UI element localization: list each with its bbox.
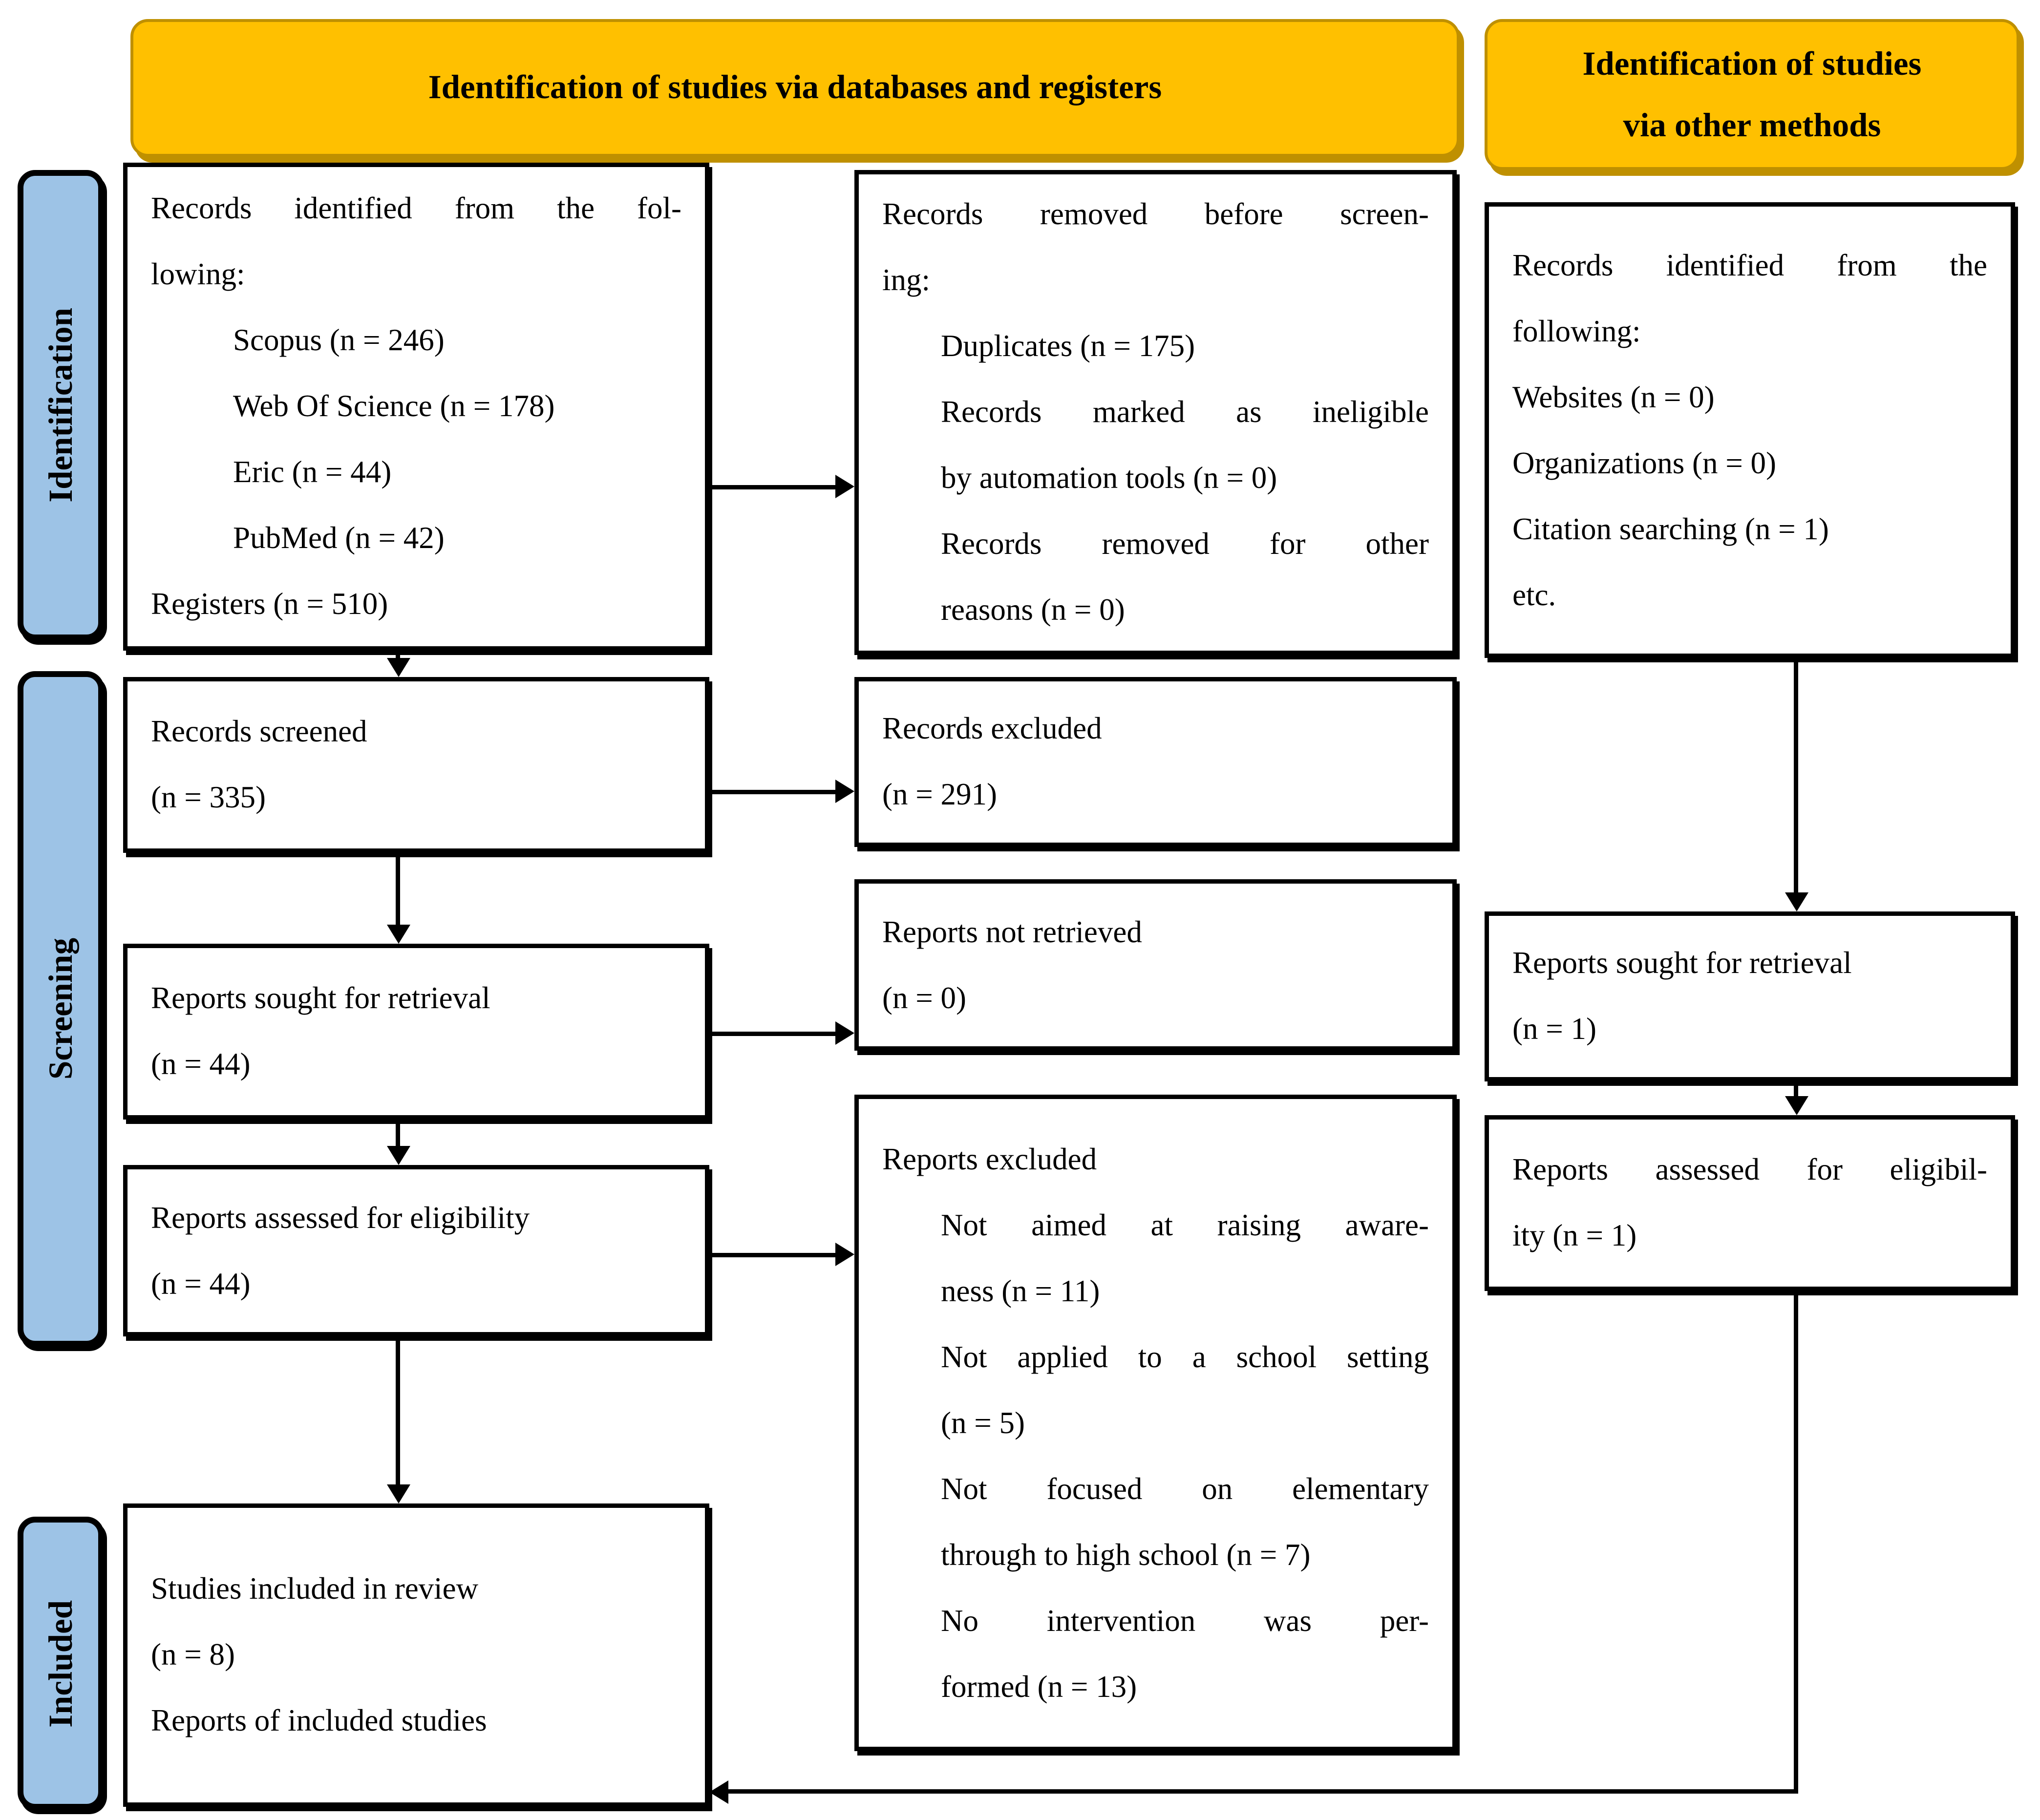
text-line: Web Of Science (n = 178): [233, 388, 555, 423]
text-line: Not applied to a school setting: [941, 1338, 1429, 1374]
header-identification-other-methods: Identification of studies via other meth…: [1485, 19, 2019, 170]
box-studies-included-review: Studies included in review (n = 8) Reports…: [123, 1503, 709, 1807]
text-line: (n = 291): [882, 777, 998, 812]
text-line: Records excluded: [882, 711, 1102, 746]
arrow-otherassessed-down-line: [1794, 1291, 1798, 1794]
text-line: Reports not retrieved: [882, 913, 1142, 949]
box-reports-sought-retrieval-other: Reports sought for retrieval (n = 1): [1485, 911, 2015, 1081]
arrow-screened-to-excluded-line: [709, 790, 835, 794]
text-line: Records screened: [151, 714, 367, 749]
text-line: lowing:: [151, 256, 245, 292]
text-line: ness (n = 11): [941, 1272, 1100, 1308]
sidebar-identification-label: Identification: [42, 308, 79, 503]
text-line: by automation tools (n = 0): [941, 460, 1277, 495]
text-line: (n = 5): [941, 1404, 1025, 1440]
sidebar-screening: Screening: [18, 671, 104, 1347]
arrow-identified-to-screened-head: [387, 658, 410, 677]
header-label-line1: Identification of studies: [1582, 44, 1922, 82]
text-line: (n = 8): [151, 1637, 235, 1672]
arrow-assessed-to-reportsexcluded-line: [709, 1253, 835, 1257]
box-reports-not-retrieved: Reports not retrieved (n = 0): [854, 879, 1457, 1051]
header-label: Identification of studies via databases …: [428, 69, 1162, 106]
text-line: Records marked as ineligible: [941, 394, 1429, 429]
text-line: Records removed for other: [941, 526, 1429, 561]
arrow-otherrecords-to-sought-line: [1794, 658, 1798, 892]
text-line: Citation searching (n = 1): [1512, 510, 1829, 546]
text-line: Eric (n = 44): [233, 454, 392, 489]
text-line: Records identified from the fol-: [151, 190, 681, 226]
text-line: ing:: [882, 262, 931, 297]
sidebar-screening-label: Screening: [42, 938, 79, 1080]
arrow-screened-to-sought-line: [396, 853, 400, 925]
arrow-identified-to-screened-line: [396, 651, 400, 659]
box-records-identified-other-methods: Records identified from the following: Web…: [1485, 202, 2015, 658]
arrow-othersought-to-assessed-line: [1794, 1081, 1798, 1096]
text-line: Reports of included studies: [151, 1703, 487, 1738]
text-line: Websites (n = 0): [1512, 379, 1715, 414]
text-line: Scopus (n = 246): [233, 322, 445, 358]
text-line: Reports excluded: [882, 1141, 1097, 1176]
text-line: (n = 1): [1512, 1011, 1597, 1046]
box-records-identified-databases: Records identified from the fol-lowing: S…: [123, 163, 709, 651]
text-line: through to high school (n = 7): [941, 1536, 1311, 1572]
arrow-sought-to-assessed-head: [387, 1146, 410, 1165]
text-line: formed (n = 13): [941, 1668, 1137, 1704]
arrow-otherassessed-to-included-line: [728, 1789, 1798, 1794]
arrow-othersought-to-assessed-head: [1785, 1096, 1808, 1115]
arrow-assessed-to-included-head: [387, 1484, 410, 1503]
text-line: following:: [1512, 313, 1641, 348]
text-line: (n = 0): [882, 979, 967, 1015]
sidebar-included: Included: [18, 1517, 104, 1810]
header-identification-databases: Identification of studies via databases …: [130, 19, 1460, 157]
sidebar-identification: Identification: [18, 170, 104, 640]
arrow-screened-to-sought-head: [387, 925, 410, 944]
text-line: Records removed before screen-: [882, 196, 1429, 232]
text-line: (n = 335): [151, 780, 266, 815]
arrow-sought-to-notretrieved-head: [835, 1021, 854, 1045]
text-line: Not focused on elementary: [941, 1470, 1429, 1506]
text-line: PubMed (n = 42): [233, 520, 445, 555]
arrow-assessed-to-reportsexcluded-head: [835, 1243, 854, 1266]
text-line: reasons (n = 0): [941, 592, 1125, 627]
box-records-excluded: Records excluded (n = 291): [854, 677, 1457, 847]
text-line: Studies included in review: [151, 1571, 479, 1606]
text-line: Reports sought for retrieval: [151, 980, 490, 1016]
arrow-identified-to-removed-line: [709, 485, 835, 489]
text-line: Reports sought for retrieval: [1512, 945, 1852, 980]
arrow-identified-to-removed-head: [835, 475, 854, 498]
sidebar-included-label: Included: [42, 1599, 79, 1727]
text-line: Not aimed at raising aware-: [941, 1206, 1429, 1242]
box-reports-assessed-eligibility: Reports assessed for eligibility (n = 44): [123, 1165, 709, 1336]
text-line: ity (n = 1): [1512, 1218, 1637, 1253]
text-line: (n = 44): [151, 1046, 251, 1081]
text-line: Reports assessed for eligibil-: [1512, 1152, 1987, 1187]
box-records-screened: Records screened (n = 335): [123, 677, 709, 853]
text-line: Registers (n = 510): [151, 586, 388, 621]
arrow-sought-to-notretrieved-line: [709, 1032, 835, 1036]
text-line: No intervention was per-: [941, 1602, 1429, 1638]
header-label-line2: via other methods: [1623, 106, 1881, 143]
box-records-removed-before-screening: Records removed before screen-ing: Duplic…: [854, 170, 1457, 655]
arrow-otherassessed-to-included-head: [709, 1780, 728, 1804]
arrow-sought-to-assessed-line: [396, 1120, 400, 1147]
text-line: etc.: [1512, 576, 1556, 612]
box-reports-sought-retrieval: Reports sought for retrieval (n = 44): [123, 944, 709, 1120]
arrow-assessed-to-included-line: [396, 1336, 400, 1484]
arrow-otherrecords-to-sought-head: [1785, 892, 1808, 911]
text-line: Duplicates (n = 175): [941, 328, 1195, 363]
arrow-screened-to-excluded-head: [835, 780, 854, 803]
text-line: (n = 44): [151, 1265, 251, 1301]
text-line: Organizations (n = 0): [1512, 444, 1776, 480]
text-line: Reports assessed for eligibility: [151, 1199, 530, 1235]
box-reports-assessed-eligibility-other: Reports assessed for eligibil-ity (n = 1…: [1485, 1115, 2015, 1291]
text-line: Records identified from the: [1512, 247, 1987, 282]
